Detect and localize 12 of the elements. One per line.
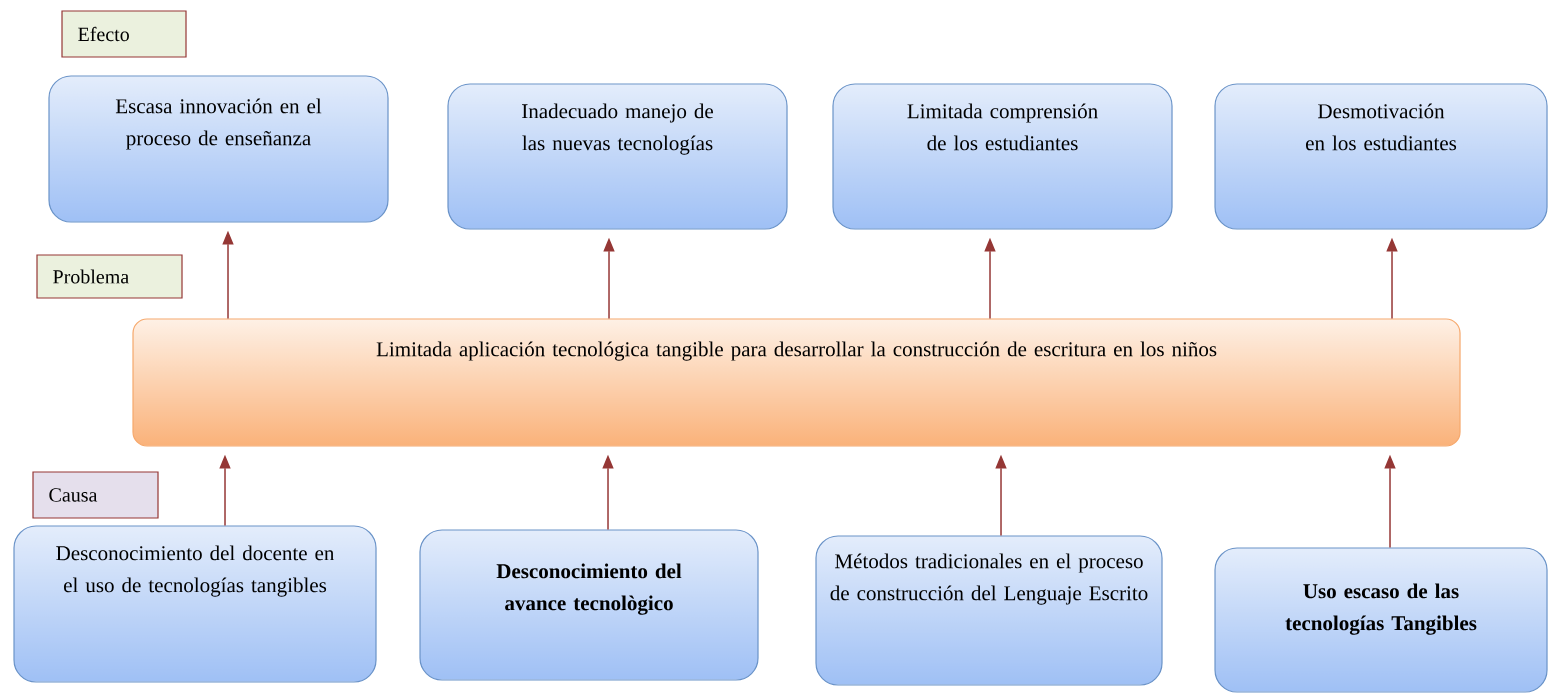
problem-box: Limitada aplicación tecnológica tangible para desarrollar la construcción de escritura en los niños	[132, 318, 1461, 447]
cause-box: Desconocimiento del docente en el uso de tecnologías tangibles	[13, 525, 377, 683]
effect-box: Limitada comprensión de los estudiantes	[832, 83, 1173, 230]
section-label: Efecto	[61, 10, 187, 58]
section-label: Causa	[32, 471, 159, 519]
cause-box: Desconocimiento del avance tecnològico	[419, 529, 759, 681]
cause-box: Uso escaso de las tecnologías Tangibles	[1214, 547, 1548, 693]
section-label: Problema	[36, 254, 183, 299]
cause-box: Métodos tradicionales en el proceso de construcción del Lenguaje Escrito	[815, 535, 1163, 686]
effect-box: Inadecuado manejo de las nuevas tecnologías	[447, 83, 788, 230]
effect-box: Escasa innovación en el proceso de enseñanza	[48, 75, 389, 223]
effect-box: Desmotivación en los estudiantes	[1214, 83, 1548, 230]
